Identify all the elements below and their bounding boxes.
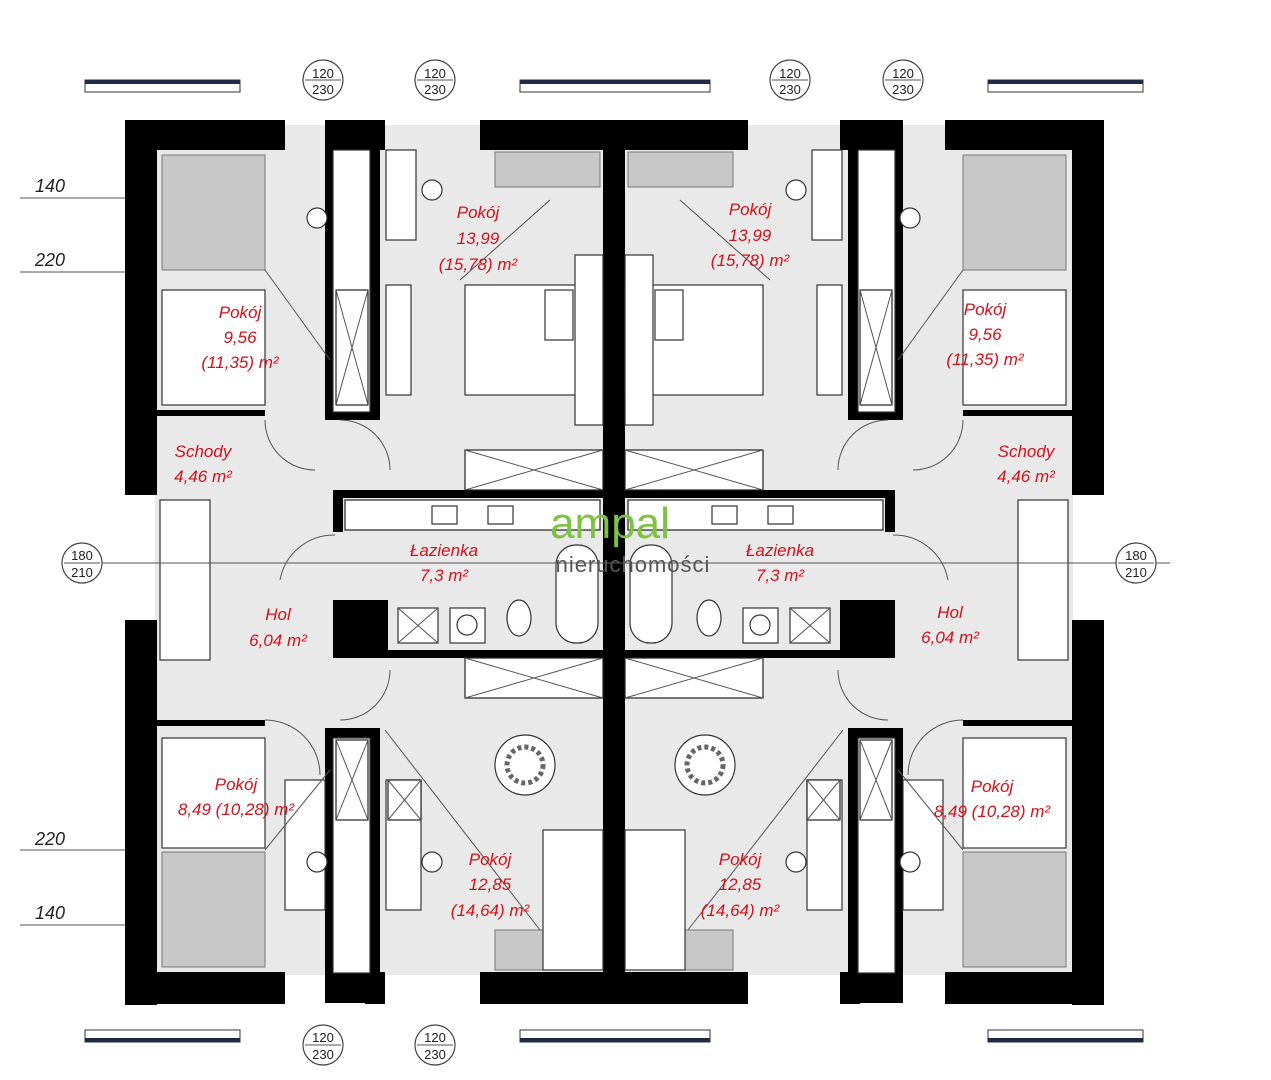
room-stairs-right-area: 4,46 m² <box>997 467 1056 486</box>
watermark-sub: nieruchomości <box>556 552 711 577</box>
room-top-mid-right-area: 13,99 <box>729 226 772 245</box>
wardrobes <box>335 289 893 821</box>
room-top-left-name: Pokój <box>219 303 263 322</box>
window-dim-top-4: 120 230 <box>882 59 924 101</box>
room-bottom-left: Pokój 8,49 (10,28) m² <box>178 775 296 819</box>
room-hall-left-area: 6,04 m² <box>249 631 308 650</box>
room-bottom-mid-right-name: Pokój <box>719 850 763 869</box>
dim-bottom-2-height: 230 <box>424 1047 446 1062</box>
room-bottom-right: Pokój 8,49 (10,28) m² <box>934 777 1052 821</box>
roof-lines <box>264 199 964 931</box>
room-hall-left-name: Hol <box>265 605 292 624</box>
room-bottom-mid-right: Pokój 12,85 (14,64) m² <box>701 850 781 920</box>
room-bottom-mid-left-gross: (14,64) m² <box>451 901 531 920</box>
dim-top-4-width: 120 <box>892 66 914 81</box>
dim-right-height: 210 <box>1125 565 1147 580</box>
room-top-left-gross: (11,35) m² <box>201 353 279 372</box>
room-bottom-mid-left-area: 12,85 <box>469 875 512 894</box>
window-dim-right: 180 210 <box>1115 542 1157 584</box>
room-bottom-left-name: Pokój <box>215 775 259 794</box>
room-bottom-left-area: 8,49 (10,28) m² <box>178 800 296 819</box>
watermark-logo: ampal nieruchomości <box>550 499 711 577</box>
room-bottom-mid-right-gross: (14,64) m² <box>701 901 781 920</box>
dim-top-1-height: 230 <box>312 82 334 97</box>
room-bottom-mid-left-name: Pokój <box>469 850 513 869</box>
room-bath-right-area: 7,3 m² <box>756 566 806 585</box>
window-dim-bottom-1: 120 230 <box>302 1024 344 1066</box>
window-dim-left: 180 210 <box>61 542 103 584</box>
room-hall-left: Hol 6,04 m² <box>249 605 308 650</box>
room-bottom-right-name: Pokój <box>971 777 1015 796</box>
stairs <box>159 499 1069 661</box>
dim-top-4-height: 230 <box>892 82 914 97</box>
room-hall-right-area: 6,04 m² <box>921 628 980 647</box>
room-top-mid-left: Pokój 13,99 (15,78) m² <box>439 203 519 274</box>
side-dim-140-top: 140 <box>35 176 65 196</box>
room-top-mid-right: Pokój 13,99 (15,78) m² <box>711 200 791 270</box>
room-top-right-gross: (11,35) m² <box>946 350 1024 369</box>
dim-right-width: 180 <box>1125 548 1147 563</box>
room-bottom-mid-left: Pokój 12,85 (14,64) m² <box>451 850 531 920</box>
window-frames <box>84 79 1144 1043</box>
room-top-mid-left-gross: (15,78) m² <box>439 255 519 274</box>
chairs <box>306 179 921 873</box>
dim-top-3-width: 120 <box>779 66 801 81</box>
dimension-lines <box>20 197 1170 926</box>
inner-walls <box>155 120 1073 1003</box>
room-bath-right: Łazienka 7,3 m² <box>746 541 814 585</box>
room-top-mid-left-name: Pokój <box>457 203 501 222</box>
dim-top-3-height: 230 <box>779 82 801 97</box>
room-stairs-right: Schody 4,46 m² <box>997 442 1056 486</box>
dim-top-1-width: 120 <box>312 66 334 81</box>
room-stairs-left: Schody 4,46 m² <box>174 442 233 486</box>
dim-bottom-1-height: 230 <box>312 1047 334 1062</box>
room-stairs-left-area: 4,46 m² <box>174 467 233 486</box>
room-bath-left: Łazienka 7,3 m² <box>410 541 478 585</box>
room-stairs-left-name: Schody <box>175 442 233 461</box>
beds <box>161 254 1067 971</box>
round-rugs <box>494 734 736 796</box>
dim-bottom-1-width: 120 <box>312 1030 334 1045</box>
window-dim-bottom-2: 120 230 <box>414 1024 456 1066</box>
room-stairs-right-name: Schody <box>998 442 1056 461</box>
room-top-left-area: 9,56 <box>223 328 257 347</box>
room-bottom-mid-right-area: 12,85 <box>719 875 762 894</box>
side-dim-220-top: 220 <box>34 250 65 270</box>
bed-shading <box>161 151 1067 971</box>
bathroom-fixtures <box>344 499 884 644</box>
room-top-left: Pokój 9,56 (11,35) m² <box>201 303 279 372</box>
window-dim-top-2: 120 230 <box>414 59 456 101</box>
watermark-brand: ampal <box>550 499 670 548</box>
room-top-mid-right-name: Pokój <box>729 200 773 219</box>
room-top-right-area: 9,56 <box>968 325 1002 344</box>
room-top-right-name: Pokój <box>964 300 1008 319</box>
dim-left-height: 210 <box>71 565 93 580</box>
side-dim-140-bottom: 140 <box>35 903 65 923</box>
room-hall-right: Hol 6,04 m² <box>921 603 980 647</box>
dim-left-width: 180 <box>71 548 93 563</box>
room-top-mid-left-area: 13,99 <box>457 229 500 248</box>
door-swings <box>264 419 964 776</box>
room-bath-left-area: 7,3 m² <box>420 566 470 585</box>
dim-top-2-height: 230 <box>424 82 446 97</box>
dim-bottom-2-width: 120 <box>424 1030 446 1045</box>
side-dim-220-bottom: 220 <box>34 829 65 849</box>
window-dim-top-1: 120 230 <box>302 59 344 101</box>
window-dim-top-3: 120 230 <box>769 59 811 101</box>
dim-top-2-width: 120 <box>424 66 446 81</box>
room-top-mid-right-gross: (15,78) m² <box>711 251 791 270</box>
room-bath-right-name: Łazienka <box>746 541 814 560</box>
room-hall-right-name: Hol <box>937 603 964 622</box>
room-bottom-right-area: 8,49 (10,28) m² <box>934 802 1052 821</box>
room-top-right: Pokój 9,56 (11,35) m² <box>946 300 1024 369</box>
room-bath-left-name: Łazienka <box>410 541 478 560</box>
